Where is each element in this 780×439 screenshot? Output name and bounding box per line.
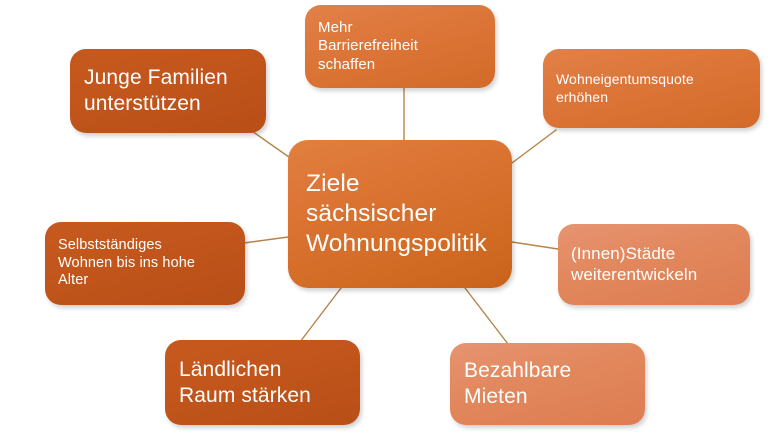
center-node-label: Ziele sächsischer Wohnungspolitik [306,170,487,257]
node-junge-familien-label: Junge Familien unterstützen [84,66,228,115]
connector-center-to-wohneigentumsquote [507,129,557,167]
connector-center-to-innenstaedte [511,241,559,250]
node-selbststaendiges-wohnen[interactable]: Selbstständiges Wohnen bis ins hohe Alte… [45,222,245,305]
node-barrierefreiheit-label: Mehr Barrierefreiheit schaffen [318,19,418,73]
node-innenstaedte-label: (Innen)Städte weiterentwickeln [571,243,698,284]
connector-center-to-bezahlbare-mieten [464,287,509,345]
node-bezahlbare-mieten-label: Bezahlbare Mieten [464,359,572,408]
node-wohneigentumsquote-label: Wohneigentumsquote erhöhen [556,71,694,105]
node-innenstaedte[interactable]: (Innen)Städte weiterentwickeln [558,224,750,305]
node-bezahlbare-mieten[interactable]: Bezahlbare Mieten [450,343,645,425]
connector-center-to-laendlichen-raum [299,287,342,343]
node-barrierefreiheit[interactable]: Mehr Barrierefreiheit schaffen [305,5,495,88]
center-node[interactable]: Ziele sächsischer Wohnungspolitik [288,140,512,288]
connector-center-to-selbststaendiges-wohnen [243,236,289,244]
node-laendlichen-raum[interactable]: Ländlichen Raum stärken [165,340,360,425]
node-wohneigentumsquote[interactable]: Wohneigentumsquote erhöhen [543,49,760,128]
node-laendlichen-raum-label: Ländlichen Raum stärken [179,357,311,407]
node-junge-familien[interactable]: Junge Familien unterstützen [70,49,266,133]
node-selbststaendiges-wohnen-label: Selbstständiges Wohnen bis ins hohe Alte… [58,236,196,289]
